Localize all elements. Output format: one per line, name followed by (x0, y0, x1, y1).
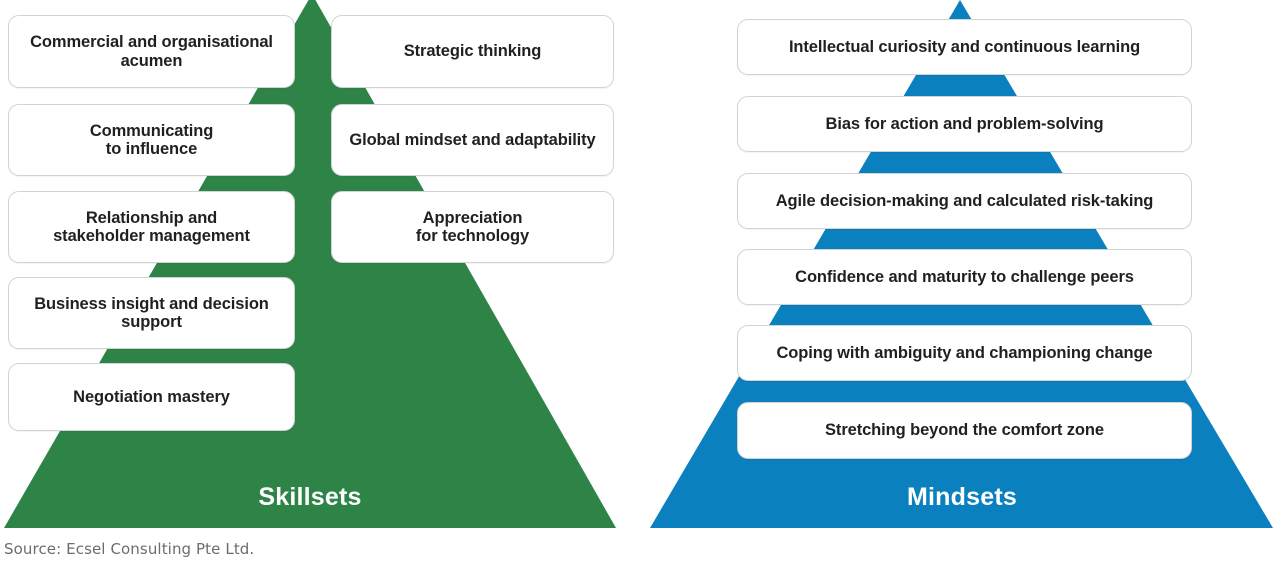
mindset-card-label: Agile decision-making and calculated ris… (775, 191, 1154, 210)
skillset-card-label: Business insight and decision support (34, 294, 269, 331)
mindset-card-label: Bias for action and problem-solving (825, 114, 1104, 133)
mindset-card-stretching-beyond-comfort-zone[interactable]: Stretching beyond the comfort zone (737, 402, 1192, 459)
skillset-card-business-insight[interactable]: Business insight and decision support (8, 277, 295, 349)
skillsets-base-label: Skillsets (258, 483, 362, 511)
mindset-card-label: Stretching beyond the comfort zone (825, 421, 1104, 440)
skillset-card-label: Global mindset and adaptability (349, 130, 596, 149)
mindset-card-coping-with-ambiguity[interactable]: Coping with ambiguity and championing ch… (737, 325, 1192, 381)
skillset-card-label: Negotiation mastery (73, 387, 230, 406)
mindset-card-agile-decision-making[interactable]: Agile decision-making and calculated ris… (737, 173, 1192, 229)
mindset-card-bias-for-action[interactable]: Bias for action and problem-solving (737, 96, 1192, 152)
skillset-card-global-mindset[interactable]: Global mindset and adaptability (331, 104, 614, 176)
mindsets-base-label: Mindsets (907, 483, 1017, 511)
mindset-card-intellectual-curiosity[interactable]: Intellectual curiosity and continuous le… (737, 19, 1192, 75)
skillset-card-label: Commercial and organisational acumen (30, 33, 273, 70)
skillset-card-label: Strategic thinking (403, 42, 542, 61)
skillset-card-negotiation-mastery[interactable]: Negotiation mastery (8, 363, 295, 431)
mindset-card-confidence-and-maturity[interactable]: Confidence and maturity to challenge pee… (737, 249, 1192, 305)
mindset-card-label: Confidence and maturity to challenge pee… (795, 267, 1134, 286)
source-note: Source: Ecsel Consulting Pte Ltd. (4, 540, 255, 558)
mindset-card-label: Coping with ambiguity and championing ch… (776, 343, 1153, 362)
mindset-card-label: Intellectual curiosity and continuous le… (788, 37, 1141, 56)
skillset-card-strategic-thinking[interactable]: Strategic thinking (331, 15, 614, 88)
skillset-card-commercial-acumen[interactable]: Commercial and organisational acumen (8, 15, 295, 88)
